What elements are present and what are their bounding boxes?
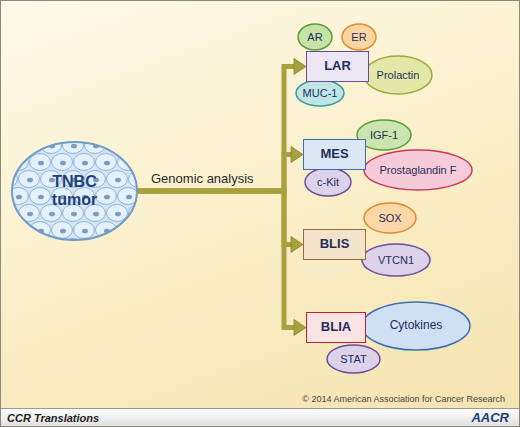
node-text: STAT [340,353,366,365]
publisher-logo: AACR [471,410,509,425]
process-label: Genomic analysis [151,171,254,186]
marker-ellipse: MUC-1 [295,79,345,107]
marker-ellipse: c-Kit [304,167,352,197]
cell-pattern [0,137,150,256]
node-text: TNBC tumor [45,173,105,208]
marker-ellipse: VTCN1 [361,243,431,277]
node-text: Prostaglandin F [379,164,456,176]
series-title: CCR Translations [7,412,99,424]
subtype-box: LAR [306,51,369,82]
copyright-note: © 2014 American Association for Cancer R… [302,394,505,404]
subtype-box: MES [303,139,366,170]
node-text: ER [351,31,366,43]
node-text: BLIS [320,237,350,251]
marker-ellipse: Prolactin [363,55,433,95]
marker-ellipse: STAT [326,344,381,374]
tumor-fill [12,142,137,240]
subtype-box: BLIS [303,229,366,260]
marker-ellipse: ER [341,23,377,51]
node-text: MUC-1 [303,87,338,99]
subtype-box: BLIA [306,312,366,343]
tumor-outline [12,142,137,240]
marker-ellipse: AR [297,23,333,51]
node-text: Cytokines [390,319,443,332]
marker-ellipse: SOX [363,202,417,234]
marker-ellipse: Cytokines [361,301,471,351]
marker-ellipse: Prostaglandin F [363,149,473,191]
node-text: AR [307,31,322,43]
node-text: MES [320,147,348,161]
flow-arrow [138,191,303,253]
flow-arrow [138,191,306,336]
flow-arrow [138,59,306,192]
flow-arrow [138,147,303,192]
tumor-ellipse: TNBC tumor [11,141,138,241]
node-text: SOX [378,212,401,224]
node-text: Prolactin [377,69,420,81]
node-text: BLIA [321,320,351,334]
node-text: IGF-1 [370,129,398,141]
node-text: VTCN1 [378,254,414,266]
node-text: c-Kit [317,176,339,188]
node-text: LAR [324,59,351,73]
